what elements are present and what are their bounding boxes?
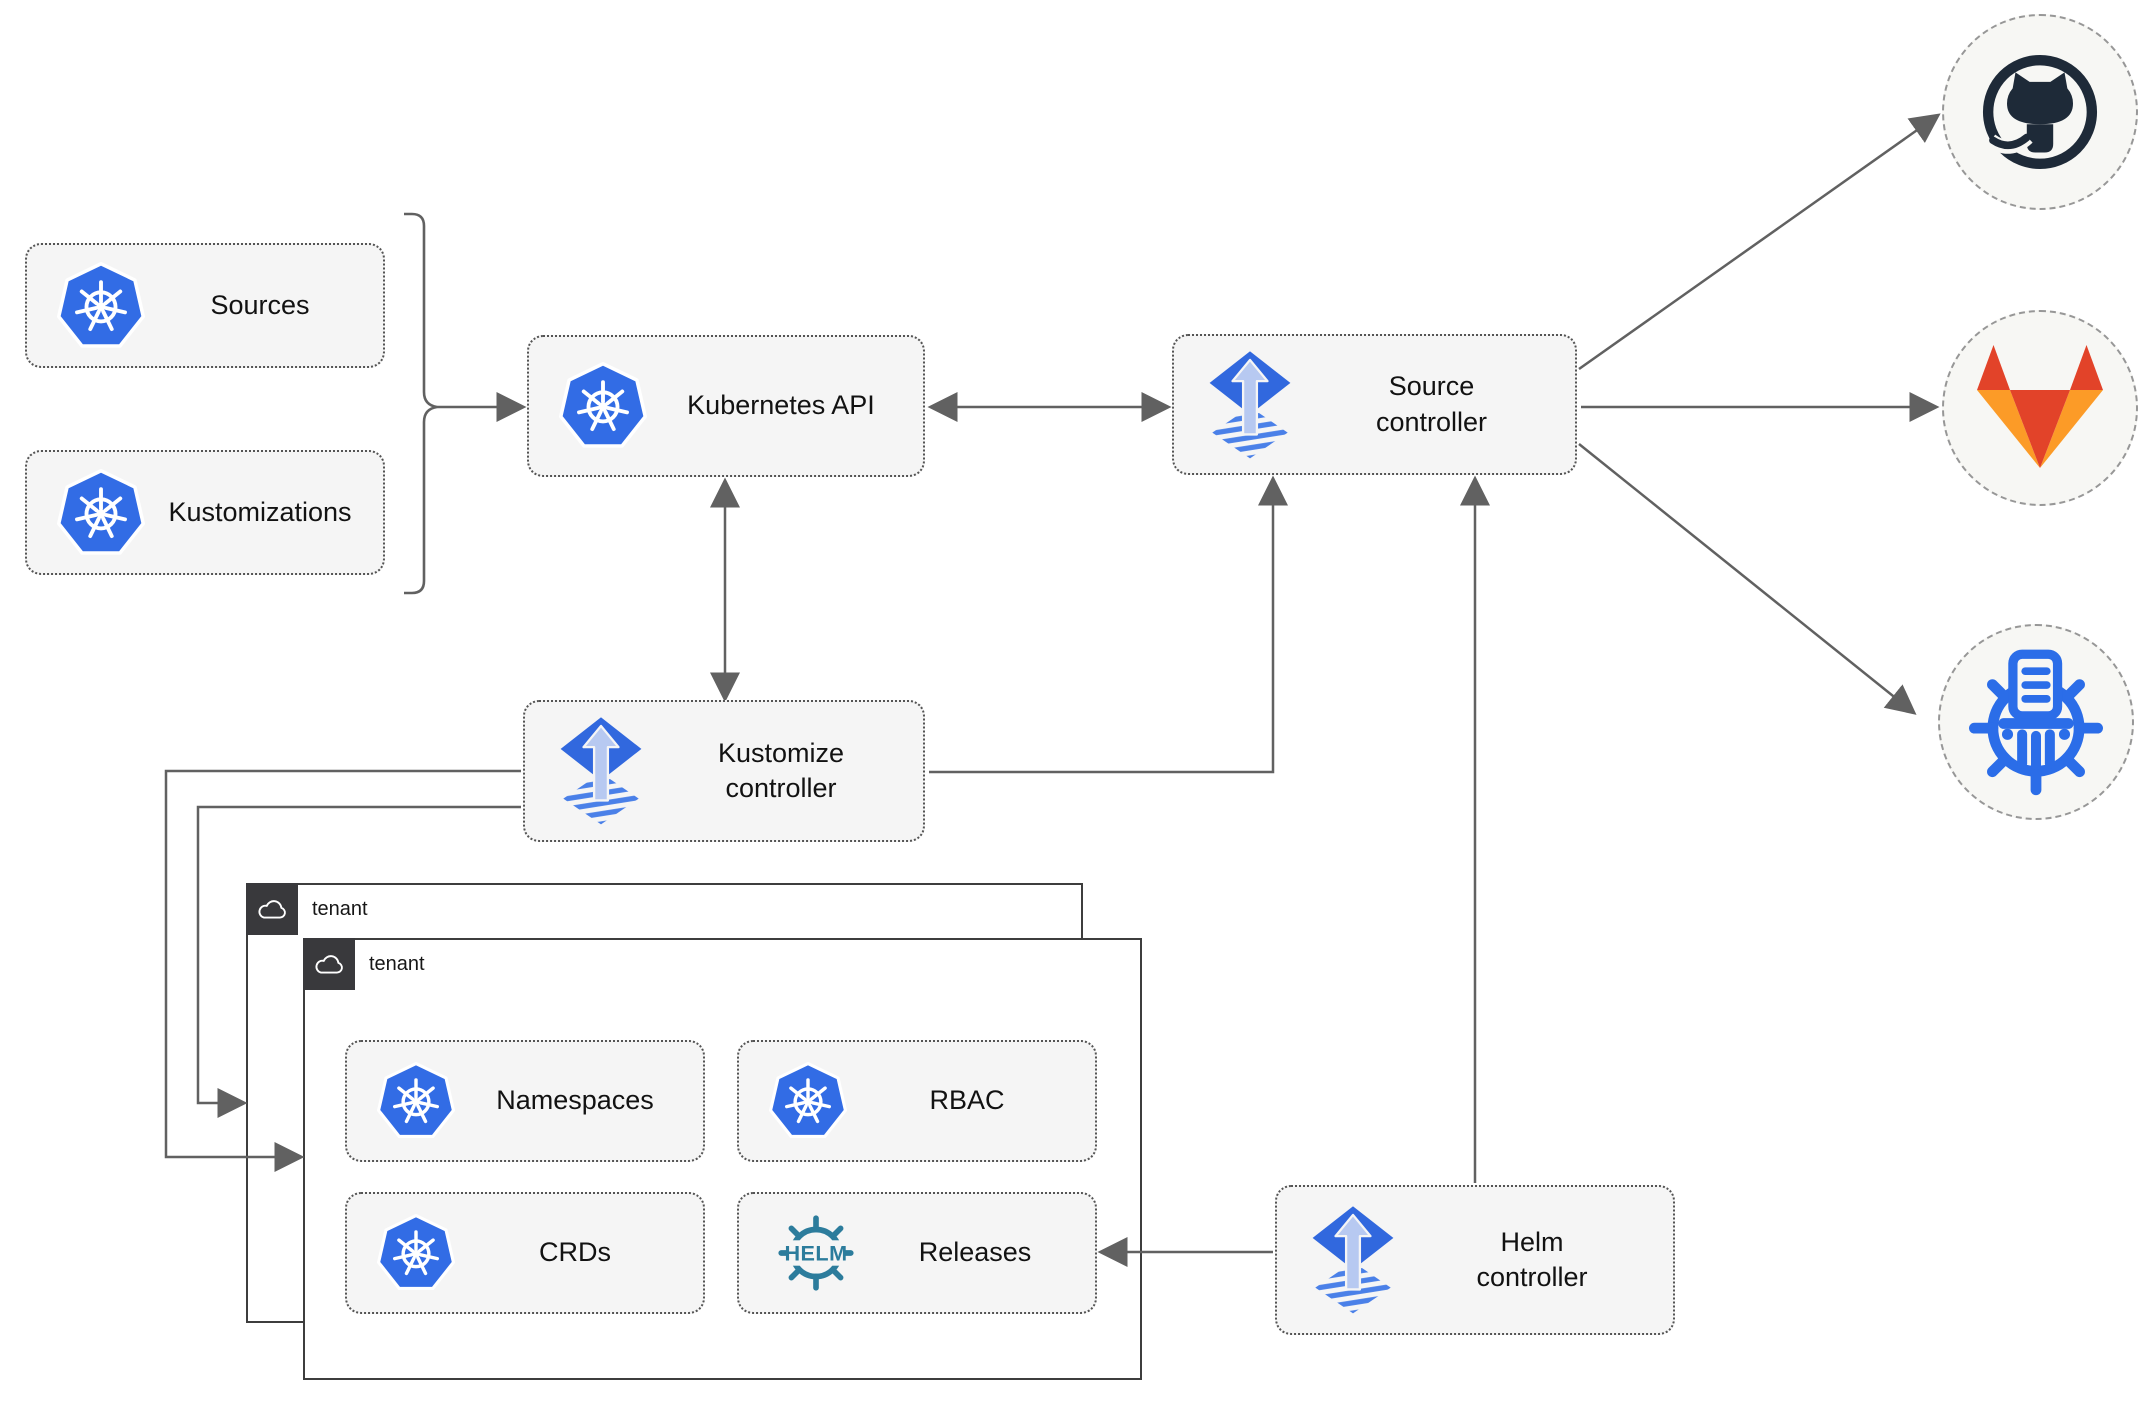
node-gitlab	[1942, 310, 2138, 506]
node-kustomizations: Kustomizations	[25, 450, 385, 575]
cloud-icon	[255, 897, 289, 922]
node-rbac: RBAC	[737, 1040, 1097, 1162]
node-label: Sources	[210, 289, 310, 320]
helm-logo-text: HELM	[784, 1241, 847, 1266]
node-namespaces: Namespaces	[345, 1040, 705, 1162]
tenant-tab	[303, 938, 355, 990]
flux-icon	[555, 714, 647, 828]
github-icon	[1974, 46, 2106, 178]
tenant-box-front: tenant Namespaces RBAC CRDs HELM Release…	[303, 938, 1142, 1380]
kubernetes-icon	[57, 262, 145, 350]
node-chartmuseum	[1938, 624, 2134, 820]
node-label: Source controller	[1375, 371, 1488, 437]
cloud-icon	[312, 952, 346, 977]
kubernetes-icon	[377, 1214, 455, 1292]
tenant-tab	[246, 883, 298, 935]
flux-icon	[1307, 1203, 1399, 1317]
tenant-label: tenant	[312, 898, 368, 920]
chartmuseum-icon	[1959, 645, 2113, 799]
node-helm-controller: Helm controller	[1275, 1185, 1675, 1335]
flux-icon	[1204, 348, 1296, 462]
kubernetes-icon	[769, 1062, 847, 1140]
node-label: Kustomize controller	[717, 737, 845, 803]
node-label: Kustomizations	[168, 496, 352, 527]
node-releases: HELM Releases	[737, 1192, 1097, 1314]
node-source-controller: Source controller	[1172, 334, 1577, 475]
node-label: Helm controller	[1476, 1226, 1588, 1292]
node-sources: Sources	[25, 243, 385, 368]
kubernetes-icon	[559, 362, 647, 450]
node-github	[1942, 14, 2138, 210]
gitlab-icon	[1965, 338, 2115, 478]
node-label: RBAC	[929, 1085, 1005, 1116]
tenant-label: tenant	[369, 953, 425, 975]
node-label: CRDs	[539, 1237, 611, 1268]
node-label: Namespaces	[496, 1085, 654, 1116]
kubernetes-icon	[377, 1062, 455, 1140]
node-label: Releases	[918, 1237, 1032, 1268]
node-crds: CRDs	[345, 1192, 705, 1314]
helm-icon: HELM	[769, 1206, 863, 1300]
node-label: Kubernetes API	[687, 390, 875, 421]
kubernetes-icon	[57, 469, 145, 557]
node-kubernetes-api: Kubernetes API	[527, 335, 925, 477]
node-kustomize-controller: Kustomize controller	[523, 700, 925, 842]
